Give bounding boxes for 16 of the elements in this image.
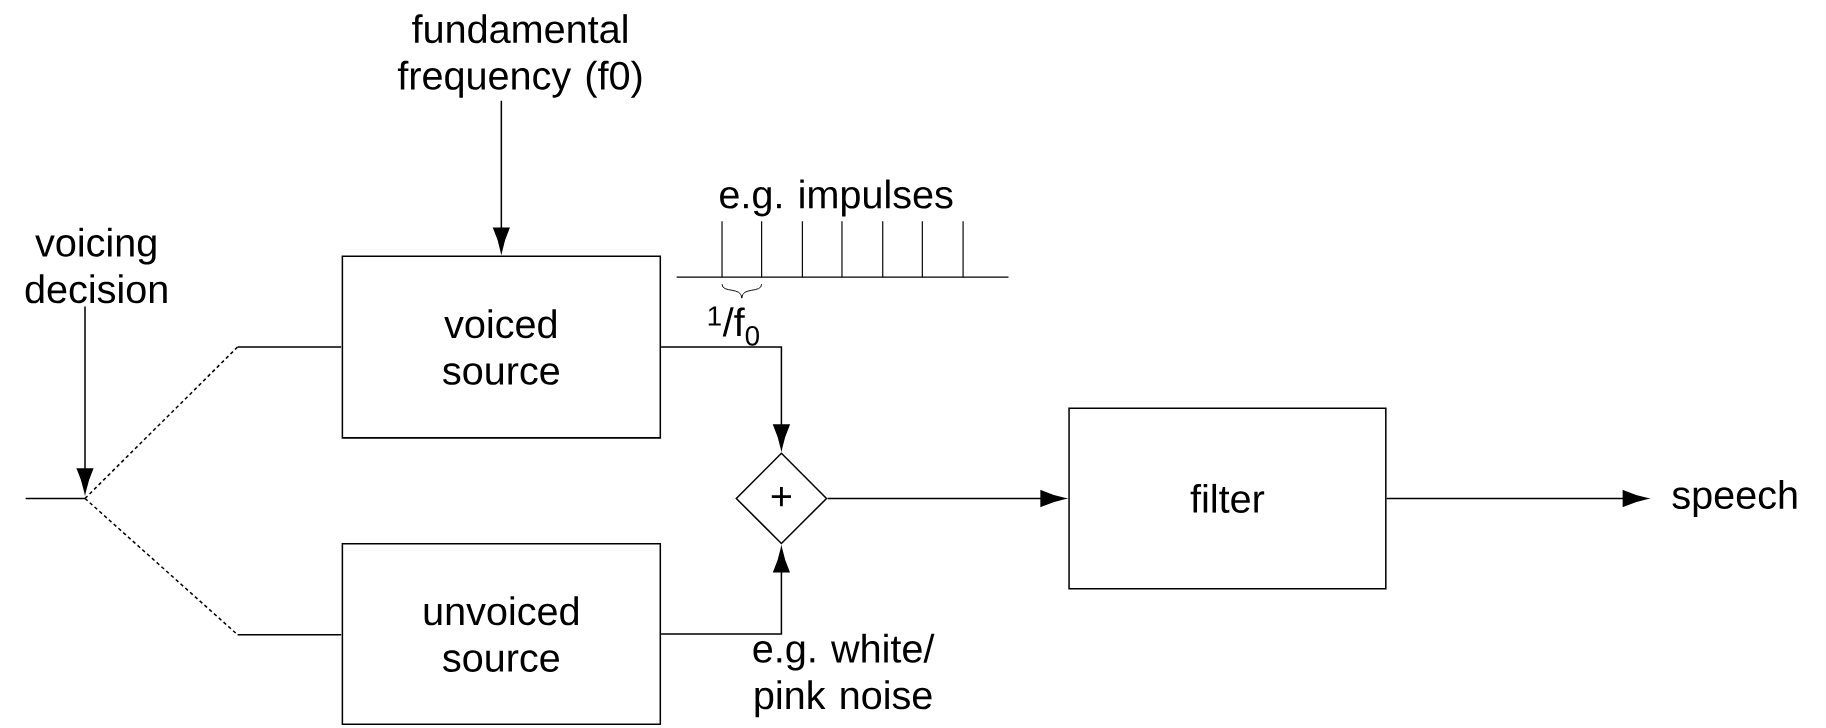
source-box: voiced source (341, 255, 662, 439)
arrow (493, 100, 510, 253)
annotation-text: e.g. white/ pink noise (753, 633, 935, 718)
source-box: unvoiced source (341, 543, 662, 726)
annotation-text: $^{1}$/f$_{0}$ (708, 306, 759, 346)
summing-junction: + (735, 452, 828, 545)
output-label: speech (1672, 480, 1797, 517)
arrow (76, 305, 94, 494)
annotation-text: e.g. impulses (720, 179, 953, 217)
arrow (660, 346, 790, 450)
input-label: fundamental frequency (f0) (397, 14, 642, 98)
input-label: voicing decision (25, 227, 167, 304)
arrow (1385, 490, 1648, 507)
arrow (660, 547, 790, 635)
arrow (826, 490, 1066, 507)
filter-box: filter (1068, 407, 1387, 590)
